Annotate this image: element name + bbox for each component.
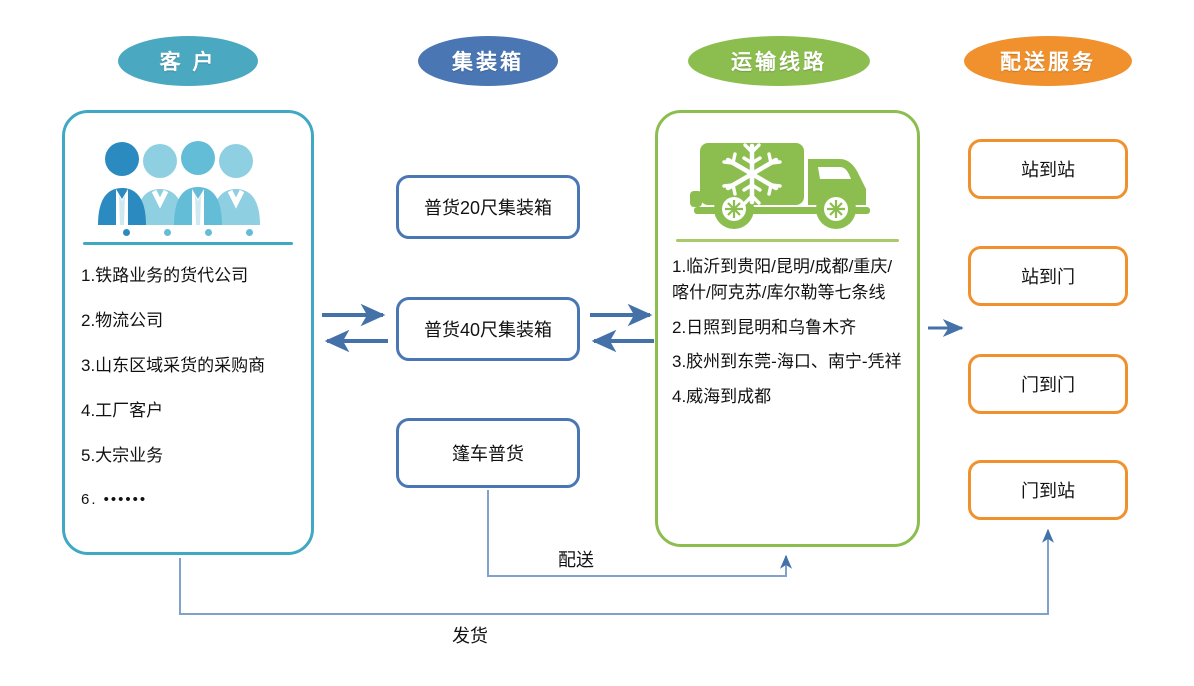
delivery-box-door-to-station-label: 门到站 (1021, 481, 1075, 501)
section-title-customer-label: 客 户 (159, 51, 217, 74)
refrigerated-truck-icon (658, 113, 917, 233)
delivery-box-station-to-door[interactable]: 站到门 (968, 246, 1128, 306)
container-box-van-label: 篷车普货 (452, 444, 524, 464)
container-box-40ft-label: 普货40尺集装箱 (423, 320, 553, 340)
flow-label-peisong: 配送 (558, 550, 594, 570)
list-item: 1.临沂到贵阳/昆明/成都/重庆/喀什/阿克苏/库尔勒等七条线 (672, 257, 893, 302)
list-item: 2.日照到昆明和乌鲁木齐 (672, 317, 857, 337)
section-title-customer: 客 户 (118, 36, 258, 86)
customer-panel-divider (83, 242, 293, 245)
list-item: 3.山东区域采货的采购商 (81, 356, 266, 375)
arrow-container-to-route (590, 303, 654, 353)
container-box-40ft[interactable]: 普货40尺集装箱 (396, 297, 580, 361)
container-box-van[interactable]: 篷车普货 (396, 418, 580, 488)
route-panel-divider (676, 239, 899, 242)
route-panel: 1.临沂到贵阳/昆明/成都/重庆/喀什/阿克苏/库尔勒等七条线 2.日照到昆明和… (655, 110, 920, 547)
customer-panel: 1.铁路业务的货代公司 2.物流公司 3.山东区域采货的采购商 4.工厂客户 5… (62, 110, 314, 555)
connector-fahuo (179, 528, 1054, 615)
section-title-route: 运输线路 (688, 36, 870, 86)
section-title-container: 集装箱 (418, 36, 558, 86)
customer-list: 1.铁路业务的货代公司 2.物流公司 3.山东区域采货的采购商 4.工厂客户 5… (65, 245, 311, 507)
list-item: 6. •••••• (81, 491, 148, 508)
section-title-container-label: 集装箱 (452, 51, 524, 74)
list-item: 2.物流公司 (81, 311, 164, 330)
list-item: 3.胶州到东莞-海口、南宁-凭祥 (672, 352, 902, 372)
delivery-box-station-to-door-label: 站到门 (1021, 267, 1075, 287)
list-item: 4.工厂客户 (81, 401, 164, 420)
people-group-icon (65, 113, 311, 233)
people-dots (65, 229, 311, 236)
delivery-box-door-to-station[interactable]: 门到站 (968, 460, 1128, 520)
delivery-box-station-to-station[interactable]: 站到站 (968, 139, 1128, 199)
delivery-box-door-to-door-label: 门到门 (1021, 375, 1075, 395)
arrow-customer-to-container (322, 303, 388, 353)
list-item: 5.大宗业务 (81, 446, 164, 465)
route-list: 1.临沂到贵阳/昆明/成都/重庆/喀什/阿克苏/库尔勒等七条线 2.日照到昆明和… (658, 242, 917, 410)
delivery-box-station-to-station-label: 站到站 (1021, 160, 1075, 180)
list-item: 1.铁路业务的货代公司 (81, 266, 249, 285)
delivery-box-door-to-door[interactable]: 门到门 (968, 354, 1128, 414)
section-title-delivery: 配送服务 (964, 36, 1132, 86)
list-item: 4.威海到成都 (672, 387, 772, 407)
container-box-20ft-label: 普货20尺集装箱 (423, 198, 553, 218)
flow-label-fahuo: 发货 (452, 626, 488, 646)
section-title-delivery-label: 配送服务 (1000, 51, 1096, 74)
section-title-route-label: 运输线路 (731, 51, 827, 74)
container-box-20ft[interactable]: 普货20尺集装箱 (396, 175, 580, 239)
